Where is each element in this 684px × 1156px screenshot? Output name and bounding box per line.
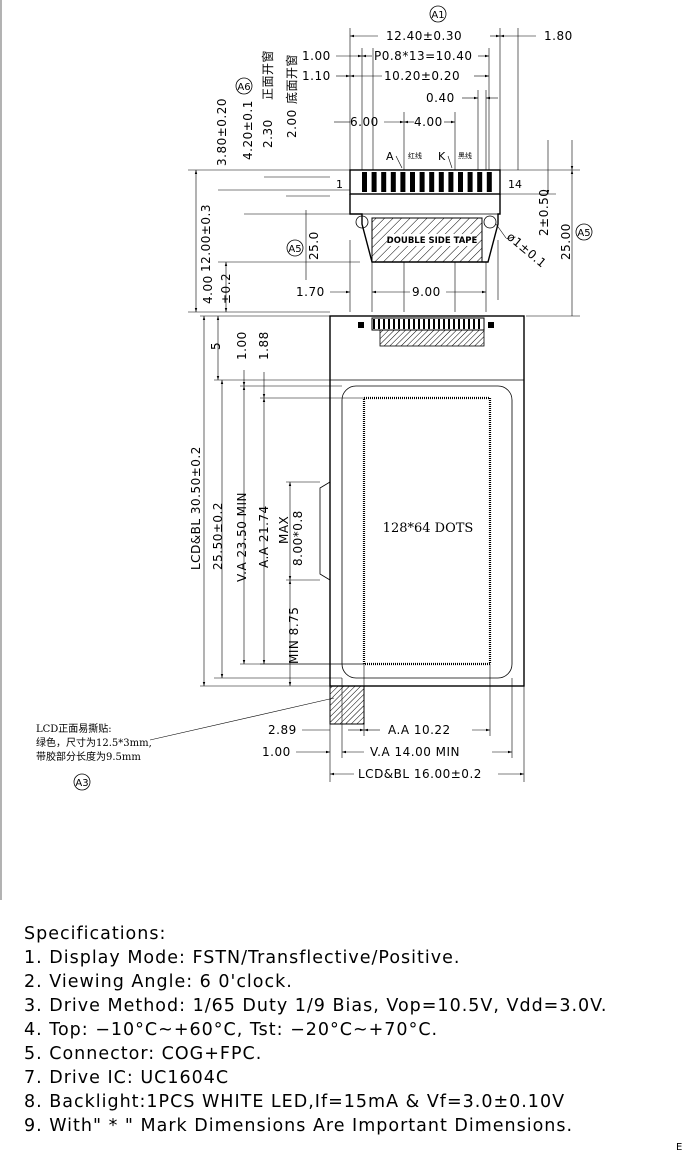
dim-25-0: 25.0 bbox=[307, 231, 321, 260]
dim-2-89: 2.89 bbox=[268, 723, 297, 737]
dim-4-00: 4.00 bbox=[414, 115, 443, 129]
dim-1-10: 1.10 bbox=[302, 69, 331, 83]
top-dimensions: 12.40±0.30 1.80 1.00 P0.8*13=10.40 1.10 … bbox=[302, 28, 573, 170]
dim-3-80: 3.80±0.20 bbox=[215, 98, 229, 166]
bottom-dimensions: 2.89 A.A 10.22 1.00 V.A 14.00 MIN LCD&BL… bbox=[262, 664, 525, 782]
dim-min-8-75: MIN 8.75 bbox=[287, 607, 301, 664]
dim-6-00: 6.00 bbox=[350, 115, 379, 129]
dim-0-2: ±0.2 bbox=[219, 273, 233, 304]
dim-va-23-50: V.A 23.50 MIN bbox=[235, 492, 249, 582]
callout-a5-left: A5 bbox=[286, 239, 304, 257]
dim-0-40: 0.40 bbox=[426, 91, 455, 105]
pin-label-a: A bbox=[386, 150, 394, 163]
spec-item: 8. Backlight:1PCS WHITE LED,If=15mA & Vf… bbox=[24, 1092, 566, 1112]
spec-item: 5. Connector: COG+FPC. bbox=[24, 1044, 263, 1064]
dim-2-00: 2.00 bbox=[285, 109, 299, 138]
note-title: LCD正面易撕贴: bbox=[36, 722, 112, 735]
connector-pin bbox=[429, 172, 435, 192]
dim-max: MAX bbox=[277, 516, 291, 544]
connector-pin bbox=[486, 172, 492, 192]
connector-pin bbox=[419, 172, 425, 192]
connector-pin bbox=[381, 172, 387, 192]
double-side-tape-label: DOUBLE SIDE TAPE bbox=[387, 236, 478, 246]
spec-item: 7. Drive IC: UC1604C bbox=[24, 1068, 230, 1088]
spec-item: 3. Drive Method: 1/65 Duty 1/9 Bias, Vop… bbox=[24, 996, 608, 1016]
connector-pin bbox=[477, 172, 483, 192]
specs-heading: Specifications: bbox=[24, 924, 167, 944]
dim-4-20: 4.20±0.1 bbox=[241, 100, 255, 160]
left-top-dimensions: 3.80±0.20 4.20±0.1 2.30 正面开窗 2.00 底面开窗 1… bbox=[188, 50, 360, 313]
connector-pin bbox=[438, 172, 444, 192]
dim-9-00: 9.00 bbox=[412, 285, 441, 299]
dim-lcd-16-00: LCD&BL 16.00±0.2 bbox=[358, 767, 482, 781]
dim-1-80: 1.80 bbox=[544, 29, 573, 43]
dim-pitch: P0.8*13=10.40 bbox=[374, 49, 473, 63]
callout-a3: A3 bbox=[73, 773, 91, 791]
spec-item: 1. Display Mode: FSTN/Transflective/Posi… bbox=[24, 948, 461, 968]
dim-2-0-50: 2±0.50 bbox=[537, 189, 551, 236]
cn-front-window: 正面开窗 bbox=[261, 50, 275, 100]
dim-aa-21-74: A.A 21.74 bbox=[257, 505, 271, 568]
dim-12-00: 12.00±0.3 bbox=[199, 204, 213, 272]
dim-1-00-top: 1.00 bbox=[302, 49, 331, 63]
dim-25-50: 25.50±0.2 bbox=[211, 502, 225, 570]
lcd-module: 128*64 DOTS bbox=[319, 315, 525, 725]
dim-va-14-00: V.A 14.00 MIN bbox=[370, 745, 460, 759]
dim-25-00: 25.00 bbox=[559, 223, 573, 260]
dim-1-00-v: 1.00 bbox=[235, 331, 249, 360]
lcd-mechanical-drawing: A1 A6 A5 A5 A3 12.40±0.30 1.80 1.00 bbox=[0, 0, 593, 900]
connector-pin bbox=[467, 172, 473, 192]
dim-aa-10-22: A.A 10.22 bbox=[388, 723, 451, 737]
callout-a6: A6 bbox=[235, 77, 253, 95]
callout-a5-right: A5 bbox=[575, 223, 593, 241]
note-line1: 绿色，尺寸为12.5*3mm, bbox=[36, 736, 152, 749]
spec-item: 9. With" * " Mark Dimensions Are Importa… bbox=[24, 1116, 574, 1136]
spec-item: 4. Top: −10°C~+60°C, Tst: −20°C~+70°C. bbox=[24, 1020, 439, 1040]
black-wire-label: 黑线 bbox=[458, 151, 472, 160]
svg-text:A5: A5 bbox=[288, 244, 301, 255]
cn-back-window: 底面开窗 bbox=[284, 54, 299, 104]
note-line2: 带胶部分长度为9.5mm bbox=[36, 750, 141, 763]
dim-4-00-v: 4.00 bbox=[201, 275, 215, 304]
right-dimensions: 2±0.50 25.00 bbox=[500, 140, 580, 317]
pin-label-k: K bbox=[438, 150, 446, 163]
dim-2-30: 2.30 bbox=[261, 119, 275, 148]
pin-1-label: 1 bbox=[336, 178, 343, 191]
connector-pin bbox=[371, 172, 377, 192]
connector-pin bbox=[458, 172, 463, 192]
callout-a1: A1 bbox=[429, 5, 447, 23]
dim-5: 5 bbox=[209, 342, 223, 350]
dim-8-00: 8.00*0.8 bbox=[291, 510, 305, 566]
specifications: Specifications: 1. Display Mode: FSTN/Tr… bbox=[24, 922, 684, 1138]
dim-12-40: 12.40±0.30 bbox=[386, 29, 462, 43]
connector-pin bbox=[390, 172, 396, 192]
dim-1-88: 1.88 bbox=[257, 331, 271, 360]
red-wire-label: 红线 bbox=[408, 151, 422, 160]
svg-text:A5: A5 bbox=[577, 228, 590, 239]
svg-text:A3: A3 bbox=[75, 778, 88, 789]
connector-pin bbox=[410, 172, 415, 192]
dim-1-00-bot: 1.00 bbox=[262, 745, 291, 759]
spec-item: 2. Viewing Angle: 6 0'clock. bbox=[24, 972, 293, 992]
dim-lcd-30-50: LCD&BL 30.50±0.2 bbox=[189, 446, 203, 570]
edge-mark: E bbox=[676, 1142, 683, 1153]
pin-14-label: 14 bbox=[508, 178, 522, 191]
svg-text:A1: A1 bbox=[431, 10, 444, 21]
resolution-label: 128*64 DOTS bbox=[383, 521, 474, 536]
svg-text:A6: A6 bbox=[237, 82, 250, 93]
connector-pin bbox=[362, 172, 367, 192]
tape-note: LCD正面易撕贴: 绿色，尺寸为12.5*3mm, 带胶部分长度为9.5mm bbox=[36, 697, 335, 763]
connector-pin bbox=[400, 172, 406, 192]
dim-10-20: 10.20±0.20 bbox=[384, 69, 460, 83]
left-module-dimensions: LCD&BL 30.50±0.2 5 25.50±0.2 1.00 V.A 23… bbox=[189, 315, 364, 687]
fpc-connector: A 红线 K 黑线 1 14 DOUBLE SIDE TAPE ø1±0.1 1… bbox=[296, 150, 549, 312]
dim-1-70: 1.70 bbox=[296, 285, 325, 299]
connector-pin bbox=[448, 172, 454, 192]
